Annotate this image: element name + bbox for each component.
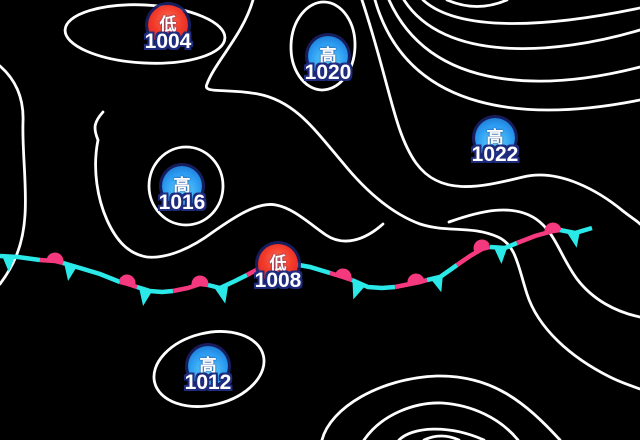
- high-pressure-glyph: 高: [199, 355, 217, 376]
- pressure-value-label: 1012: [184, 371, 232, 394]
- cold-front-segment: [207, 272, 249, 291]
- isobar-line: [289, 0, 357, 92]
- pressure-center-high-1016-marker[interactable]: 高: [162, 166, 202, 206]
- pressure-center-low-1008-marker[interactable]: 低: [258, 244, 298, 284]
- cold-front-triangle-icon: [352, 281, 365, 300]
- pressure-value-label: 1022: [471, 143, 519, 166]
- warm-front-semicircle-icon: [334, 268, 352, 280]
- pressure-center-high-1022-marker[interactable]: 高: [475, 118, 515, 158]
- warm-front-segment: [394, 277, 428, 290]
- low-pressure-glyph: 低: [159, 14, 177, 35]
- cold-front-triangle-icon: [567, 231, 580, 248]
- isobar-line: [204, 0, 640, 391]
- isobar-line: [63, 3, 227, 65]
- pressure-value-label: 1016: [158, 191, 206, 214]
- isobar-line: [147, 145, 225, 227]
- isobar-line: [447, 208, 640, 319]
- high-pressure-glyph: 高: [173, 175, 191, 196]
- cold-front-triangle-icon: [215, 287, 228, 304]
- high-pressure-glyph: 高: [319, 45, 337, 66]
- high-pressure-glyph: 高: [486, 127, 504, 148]
- isobar-line: [320, 374, 562, 440]
- isobar-line: [445, 0, 509, 8]
- cold-front-triangle-icon: [2, 255, 15, 273]
- cold-front-segment: [351, 277, 396, 291]
- warm-front-semicircle-icon: [191, 275, 209, 285]
- pressure-value-label: 1008: [254, 269, 302, 292]
- warm-front-segment: [172, 281, 209, 294]
- pressure-center-low-1004-marker[interactable]: 低: [148, 5, 188, 45]
- cold-front-triangle-icon: [430, 275, 443, 293]
- pressure-center-high-1020-marker[interactable]: 高: [308, 36, 348, 76]
- cold-front-segment: [489, 240, 518, 251]
- isobar-line: [93, 110, 385, 259]
- warm-front-semicircle-icon: [46, 252, 64, 263]
- warm-front-semicircle-icon: [407, 273, 425, 284]
- pressure-center-high-1012-marker[interactable]: 高: [188, 346, 228, 386]
- warm-front-segment: [455, 244, 491, 267]
- isobar-line: [387, 0, 640, 83]
- pressure-value-label: 1004: [144, 30, 192, 53]
- isobar-line: [152, 330, 266, 408]
- warm-front-semicircle-icon: [544, 222, 562, 233]
- pressure-value-label: 1020: [304, 61, 352, 84]
- isobar-line: [422, 434, 461, 440]
- isobar-line: [362, 401, 520, 440]
- warm-front-semicircle-icon: [118, 274, 136, 286]
- warm-front-semicircle-icon: [473, 239, 490, 252]
- cold-front-segment: [136, 284, 174, 295]
- isobar-line: [402, 0, 640, 50]
- isobar-line: [360, 0, 640, 226]
- cold-front-triangle-icon: [139, 288, 152, 307]
- low-pressure-glyph: 低: [269, 253, 287, 274]
- cold-front-triangle-icon: [494, 247, 507, 265]
- cold-front-triangle-icon: [64, 263, 77, 282]
- isobar-line: [373, 0, 640, 112]
- isobar-line: [421, 0, 640, 25]
- warm-front-segment: [119, 279, 138, 290]
- isobar-line: [397, 427, 486, 440]
- isobar-line: [0, 64, 27, 286]
